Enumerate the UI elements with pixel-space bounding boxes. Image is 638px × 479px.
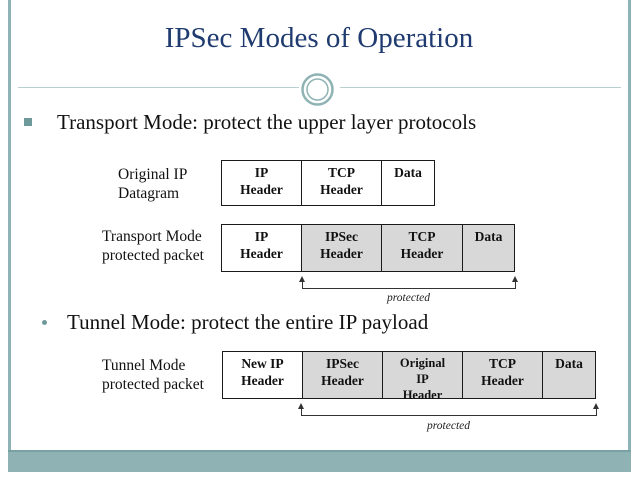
transport-bracket-arrow-right <box>512 276 518 282</box>
transport-bracket-left <box>302 280 303 289</box>
footer-band <box>8 450 631 472</box>
original-data-field: Data <box>381 160 435 206</box>
transport-bracket-right <box>515 280 516 289</box>
bullet-dot-icon <box>42 320 47 325</box>
title-divider-right <box>340 87 621 88</box>
transport-bracket-line <box>302 288 515 289</box>
tunnel-new-ip-header-field: New IP Header <box>222 351 303 399</box>
tunnel-protected-label: protected <box>427 420 471 432</box>
left-border <box>8 0 11 450</box>
transport-protected-label: protected <box>387 292 431 304</box>
transport-data-field: Data <box>462 224 515 272</box>
tunnel-tcp-header-field: TCP Header <box>462 351 543 399</box>
original-ip-header-field: IP Header <box>221 160 302 206</box>
bullet-square-icon <box>24 118 32 126</box>
transport-ip-header-field: IP Header <box>221 224 302 272</box>
tunnel-packet-label: Tunnel Mode protected packet <box>102 357 204 393</box>
tunnel-bracket-arrow-right <box>593 403 599 409</box>
title-divider-left <box>18 87 299 88</box>
slide-title: IPSec Modes of Operation <box>164 22 474 54</box>
transport-packet-label: Transport Mode protected packet <box>102 228 204 264</box>
bullet-tunnel: Tunnel Mode: protect the entire IP paylo… <box>67 310 429 334</box>
tunnel-bracket-line <box>301 415 596 416</box>
transport-ipsec-header-field: IPSec Header <box>301 224 382 272</box>
bullet-transport: Transport Mode: protect the upper layer … <box>57 110 477 134</box>
tunnel-bracket-arrow-left <box>298 403 304 409</box>
tunnel-ipsec-header-field: IPSec Header <box>302 351 383 399</box>
tunnel-data-field: Data <box>542 351 596 399</box>
original-tcp-header-field: TCP Header <box>301 160 382 206</box>
tunnel-bracket-left <box>301 407 302 416</box>
transport-tcp-header-field: TCP Header <box>381 224 463 272</box>
circle-ornament-icon <box>301 73 334 106</box>
right-border <box>628 0 631 450</box>
original-datagram-label: Original IP Datagram <box>118 166 188 202</box>
tunnel-bracket-right <box>596 407 597 416</box>
tunnel-original-ip-header-field: Original IP Header <box>382 351 463 402</box>
transport-bracket-arrow-left <box>299 276 305 282</box>
